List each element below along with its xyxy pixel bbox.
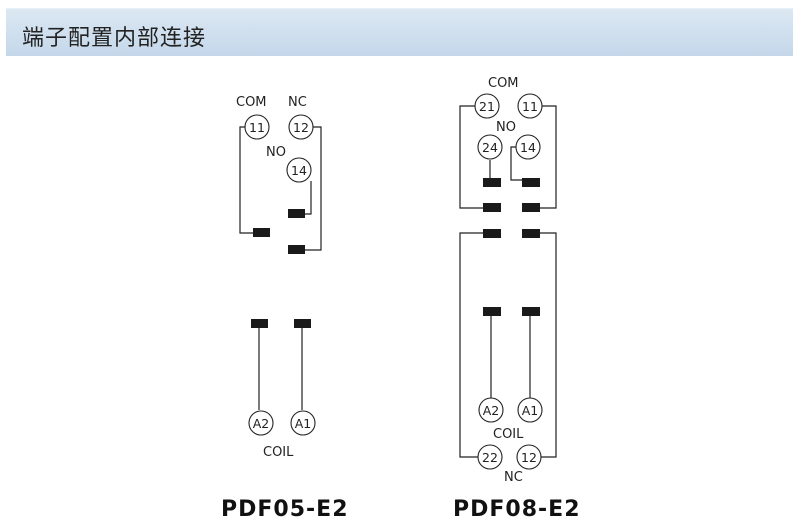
- pdf08-contact-24: [483, 178, 501, 187]
- section-header-banner: 端子配置内部连接: [6, 8, 793, 56]
- pdf08-22-wire: [459, 232, 483, 458]
- pdf05-terminal-12: 12: [288, 114, 314, 140]
- pdf08-terminal-14: 14: [515, 134, 541, 160]
- svg-text:14: 14: [291, 163, 307, 178]
- svg-text:A2: A2: [483, 403, 500, 418]
- svg-text:A1: A1: [522, 403, 539, 418]
- pdf05-terminal-a1: A1: [290, 410, 316, 436]
- svg-text:22: 22: [482, 450, 498, 465]
- pdf08-contact-11: [522, 203, 540, 212]
- pdf08-no-label: NO: [496, 120, 516, 135]
- svg-text:12: 12: [293, 120, 309, 135]
- pdf08-contact-21: [483, 203, 501, 212]
- pdf08-terminal-11: 11: [517, 93, 543, 119]
- pdf08-14-wire: [510, 146, 522, 181]
- pdf05-contact-coil-a1: [294, 319, 311, 328]
- pdf05-nc-wire: [305, 126, 322, 251]
- pdf05-diagram: COM NC NO 11 12 14 A2: [221, 95, 349, 522]
- pdf08-contact-coil-a2: [483, 307, 501, 316]
- svg-text:11: 11: [249, 120, 265, 135]
- svg-text:11: 11: [522, 99, 538, 114]
- pdf05-contact-nc: [288, 245, 305, 254]
- pdf05-contact-no: [288, 209, 305, 218]
- pdf08-model-name: PDF08-E2: [453, 497, 581, 522]
- pdf08-terminal-21: 21: [474, 93, 500, 119]
- pdf05-com-wire: [239, 126, 253, 234]
- pdf05-contact-com: [253, 228, 270, 237]
- pdf05-com-label: COM: [236, 95, 267, 110]
- pdf08-com-label: COM: [488, 76, 519, 91]
- pdf08-terminal-12: 12: [516, 444, 542, 470]
- pdf08-12-wire: [540, 232, 557, 458]
- pdf08-contact-coil-a1: [522, 307, 540, 316]
- pdf08-terminal-22: 22: [477, 444, 503, 470]
- svg-text:24: 24: [482, 140, 498, 155]
- pdf05-coil-label: COIL: [263, 445, 294, 460]
- pdf05-no-wire: [303, 181, 312, 215]
- pdf05-model-name: PDF05-E2: [221, 497, 349, 522]
- pdf05-nc-label: NC: [288, 95, 307, 110]
- section-title: 端子配置内部连接: [22, 26, 207, 51]
- pdf05-terminal-14: 14: [286, 157, 312, 183]
- pdf08-21-wire: [459, 105, 484, 209]
- pdf08-11-wire: [540, 105, 557, 209]
- pdf08-terminal-a1: A1: [517, 397, 543, 423]
- pdf05-contact-coil-a2: [251, 319, 268, 328]
- pdf08-contact-14: [522, 178, 540, 187]
- svg-text:14: 14: [520, 140, 536, 155]
- svg-text:21: 21: [479, 99, 495, 114]
- svg-text:A1: A1: [295, 416, 312, 431]
- svg-text:A2: A2: [253, 416, 270, 431]
- pdf05-no-label: NO: [266, 145, 286, 160]
- svg-text:12: 12: [521, 450, 537, 465]
- pdf08-coil-label: COIL: [493, 427, 524, 442]
- pdf05-terminal-11: 11: [244, 114, 270, 140]
- pdf08-nc-label: NC: [504, 470, 523, 485]
- pdf08-diagram: COM NO 21 11 24 14: [453, 76, 581, 522]
- pdf08-terminal-a2: A2: [478, 397, 504, 423]
- pdf05-terminal-a2: A2: [248, 410, 274, 436]
- pdf08-terminal-24: 24: [477, 134, 503, 160]
- pdf08-contact-22: [483, 229, 501, 238]
- pdf08-contact-12: [522, 229, 540, 238]
